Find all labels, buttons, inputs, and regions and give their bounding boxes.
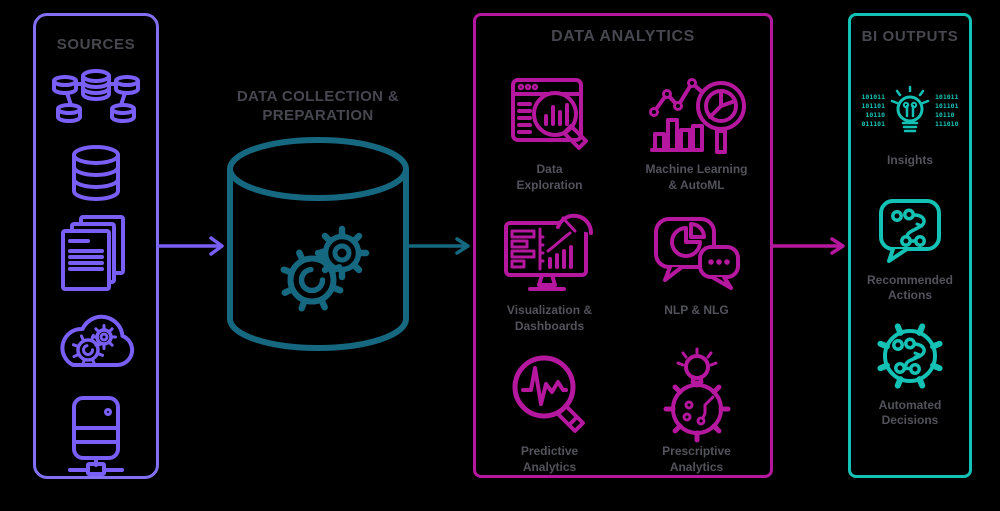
analytics-grid: Data Exploration	[476, 70, 770, 476]
chart-magnifier-pie-icon	[647, 70, 747, 156]
sources-title: SOURCES	[56, 36, 136, 53]
lightbulb-glyph	[887, 85, 933, 137]
monitor-dashboard-gauge-icon	[502, 211, 598, 297]
bi-item-insights: 101011 101101 10110 011101	[861, 75, 959, 169]
analytics-item-label: NLP & NLG	[664, 303, 729, 318]
bi-item-recommended-actions: Recommended Actions	[867, 195, 953, 304]
analytics-item-label: Prescriptive Analytics	[662, 444, 731, 474]
bi-item-label: Insights	[886, 153, 933, 167]
analytics-item-data-exploration: Data Exploration	[476, 70, 623, 193]
bi-item-label: Automated Decisions	[878, 397, 942, 428]
gear-lightbulb-circuit-icon	[651, 347, 743, 443]
speech-bubble-flow-icon	[877, 195, 943, 267]
cylinder-with-gears-icon	[225, 137, 411, 351]
analytics-item-visualization: Visualization & Dashboards	[476, 211, 623, 334]
binary-right: 101011 101101 10110 111010	[935, 93, 959, 128]
bi-outputs-box: BI OUTPUTS 101011 101101 10110 011101	[848, 13, 972, 478]
analytics-item-nlp-nlg: NLP & NLG	[623, 211, 770, 334]
collection-title-line1: DATA COLLECTION &	[236, 88, 400, 105]
documents-icon	[57, 211, 135, 293]
database-cluster-icon	[48, 66, 144, 128]
analytics-item-prescriptive: Prescriptive Analytics	[623, 347, 770, 475]
binary-left: 101011 101101 10110 011101	[861, 93, 885, 128]
analytics-item-label: Machine Learning & AutoML	[645, 162, 748, 192]
arrow-sources-to-collection	[157, 232, 227, 260]
analytics-item-ml-automl: Machine Learning & AutoML	[623, 70, 770, 193]
analytics-item-predictive: Predictive Analytics	[476, 352, 623, 475]
cloud-gears-icon	[48, 308, 144, 374]
analytics-item-label: Data Exploration	[516, 162, 583, 192]
data-analytics-title: DATA ANALYTICS	[551, 28, 695, 45]
analytics-item-label: Predictive Analytics	[520, 444, 579, 474]
server-icon	[64, 394, 128, 476]
database-icon	[68, 144, 124, 202]
bi-item-label: Recommended Actions	[866, 272, 954, 303]
arrow-analytics-to-outputs	[771, 232, 849, 260]
browser-magnifier-barchart-icon	[510, 70, 590, 156]
arrow-collection-to-analytics	[408, 232, 472, 260]
collection-title: DATA COLLECTION & PREPARATION	[226, 88, 410, 126]
gear-flow-icon	[871, 320, 949, 392]
bi-outputs-title: BI OUTPUTS	[861, 28, 959, 45]
data-analytics-box: DATA ANALYTICS Data Explora	[473, 13, 773, 478]
analytics-item-label: Visualization & Dashboards	[506, 303, 593, 333]
lightbulb-binary-icon: 101011 101101 10110 011101	[861, 75, 959, 147]
bi-item-automated-decisions: Automated Decisions	[871, 320, 949, 429]
magnifier-trendline-icon	[507, 352, 593, 438]
collection-title-line2: PREPARATION	[262, 106, 374, 124]
sources-box: SOURCES	[33, 13, 159, 479]
speech-bubbles-pie-dots-icon	[650, 211, 744, 297]
